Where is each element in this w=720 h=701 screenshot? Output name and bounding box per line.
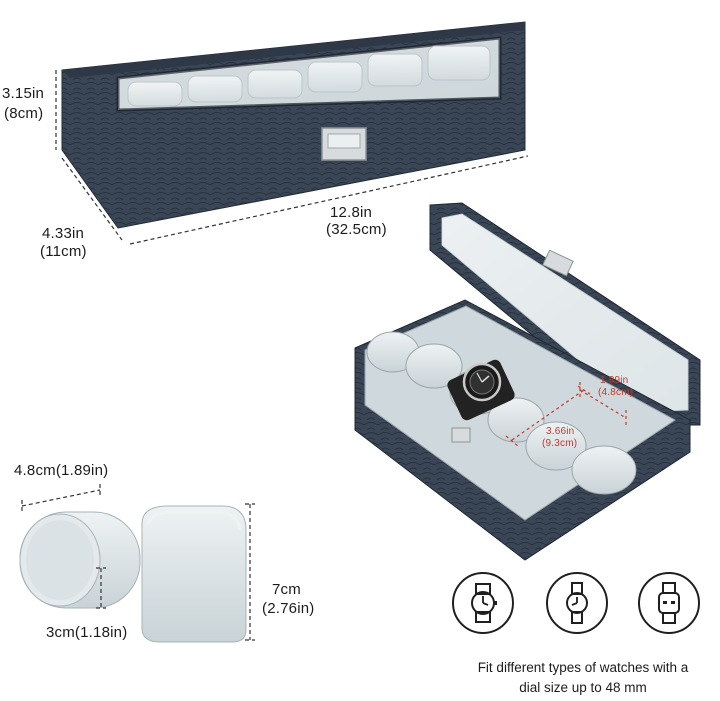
fit-caption: Fit different types of watches with a di… bbox=[448, 658, 718, 698]
pillow-depth-label: 3cm(1.18in) bbox=[46, 624, 128, 641]
slot-width-in-label: 1.89in bbox=[600, 375, 629, 386]
pillow-height-cm-label: 7cm bbox=[272, 581, 301, 598]
round-watch-icon bbox=[452, 572, 514, 634]
clasp bbox=[321, 127, 367, 161]
watch bbox=[447, 359, 515, 421]
caption-line-1: Fit different types of watches with a bbox=[477, 660, 689, 675]
slot-length-cm-label: (9.3cm) bbox=[542, 438, 578, 449]
caption-line-2: dial size up to 48 mm bbox=[519, 680, 647, 695]
length-in-label: 12.8in bbox=[330, 204, 373, 221]
pillow-dimension-lines bbox=[21, 484, 255, 641]
height-in-label: 3.15in bbox=[2, 85, 45, 102]
depth-in-label: 4.33in bbox=[42, 225, 85, 242]
digital-watch-icon bbox=[638, 572, 700, 634]
height-cm-label: (8cm) bbox=[4, 105, 44, 122]
square-watch-icon bbox=[546, 572, 608, 634]
slot-dimension-lines bbox=[505, 382, 627, 447]
length-cm-label: (32.5cm) bbox=[326, 221, 387, 238]
pillow-closeup bbox=[19, 505, 247, 643]
closed-box-dimension-lines bbox=[55, 70, 529, 245]
slot-width-cm-label: (4.8cm) bbox=[598, 387, 634, 398]
slot-length-in-label: 3.66in bbox=[546, 426, 575, 437]
depth-cm-label: (11cm) bbox=[40, 243, 87, 260]
pillow-width-label: 4.8cm(1.89in) bbox=[14, 462, 109, 479]
closed-watch-box bbox=[61, 21, 526, 229]
pillow-height-in-label: (2.76in) bbox=[262, 600, 315, 617]
open-watch-box bbox=[354, 202, 701, 561]
